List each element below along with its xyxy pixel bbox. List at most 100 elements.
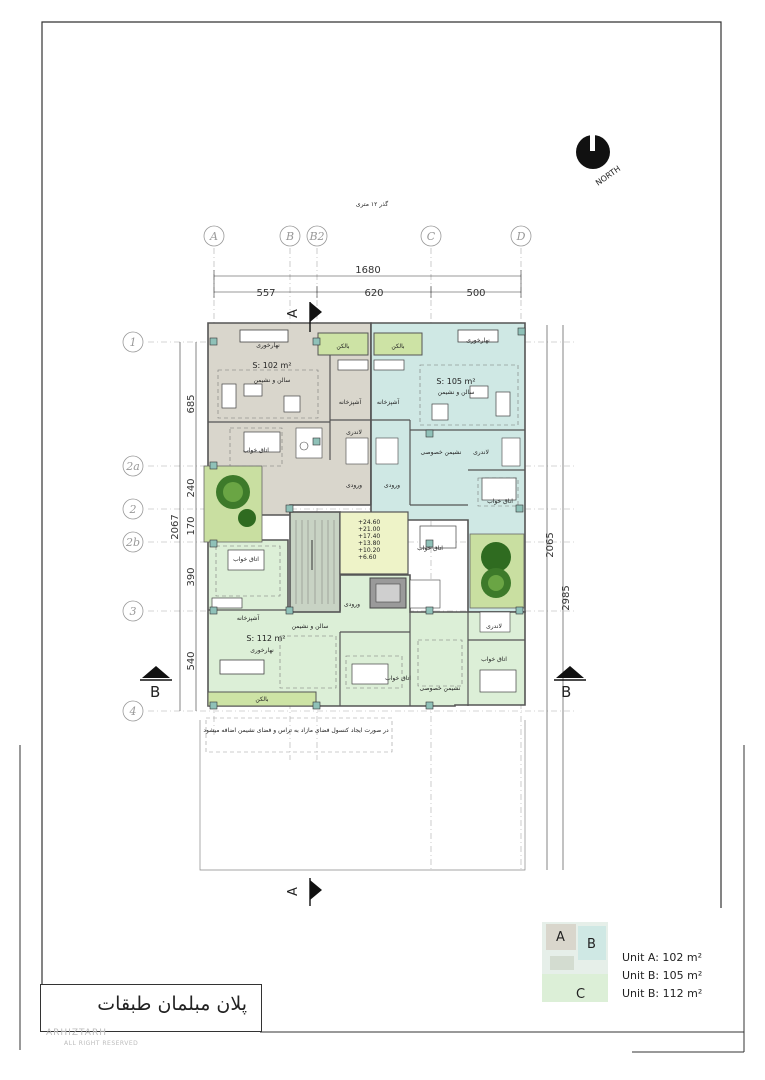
label-balcony-a: بالکن — [336, 343, 350, 350]
dining-table-b — [457, 329, 499, 343]
label-living-c: سالن و نشیمن — [292, 623, 329, 630]
unit-b-area-label: S: 105 m² — [436, 377, 475, 386]
svg-text:B: B — [150, 683, 160, 701]
svg-text:B: B — [285, 230, 294, 243]
label-bedroom-a: اتاق خواب — [243, 447, 269, 454]
label-entrance-c: ورودی — [344, 601, 360, 608]
grid-bubble-3: 3 — [122, 600, 144, 622]
svg-text:A: A — [286, 309, 301, 318]
page-title: پلان مبلمان طبقات — [97, 993, 247, 1015]
legend-unit-a: Unit A: 102 m² — [622, 951, 703, 964]
furniture-outlines — [215, 364, 519, 689]
watermark-brand: ARHIZTARH — [46, 1028, 107, 1038]
dimension-right: 2065 2985 — [545, 325, 572, 870]
svg-text:+21.00: +21.00 — [358, 526, 380, 533]
bathroom-fixtures — [295, 427, 521, 633]
grid-bubble-4: 4 — [122, 700, 144, 722]
label-kitchen-a: آشپزخانه — [339, 397, 362, 406]
dim-width-1: 557 — [256, 288, 275, 299]
grid-bubble-b: B — [279, 225, 301, 247]
svg-text:1: 1 — [130, 336, 137, 349]
grid-bubble-a: A — [203, 225, 225, 247]
sheet-border — [41, 21, 722, 1032]
console-note: در صورت ایجاد کنسول فضای مازاد به تراس و… — [203, 727, 389, 734]
elevator-lobby — [339, 511, 409, 575]
svg-text:+13.80: +13.80 — [358, 540, 380, 547]
grid-bubble-2b: 2b — [122, 531, 144, 553]
label-kitchen-b: آشپزخانه — [377, 397, 400, 406]
label-kitchen-c: آشپزخانه — [237, 613, 260, 622]
label-laundry-b: لاندری — [473, 449, 489, 456]
unit-c-area-label: S: 112 m² — [246, 634, 285, 643]
legend-key-plan: A B C — [542, 922, 608, 1002]
label-balcony-c: بالکن — [255, 696, 269, 703]
grid-bubble-2: 2 — [122, 498, 144, 520]
tree-icon — [216, 475, 256, 527]
dining-table-c — [219, 659, 265, 675]
sofa-set-b — [431, 385, 511, 421]
label-bedroom-c1: اتاق خواب — [233, 556, 259, 563]
label-bedroom-b1: اتاق خواب — [487, 498, 513, 505]
svg-text:2: 2 — [129, 503, 137, 516]
watermark-rights: ALL RIGHT RESERVED — [64, 1040, 139, 1047]
svg-text:D: D — [516, 230, 526, 243]
dim-total-height: 2067 — [170, 514, 181, 539]
stair-treads — [295, 520, 335, 604]
svg-text:3: 3 — [130, 605, 137, 618]
title-block: پلان مبلمان طبقات — [40, 984, 262, 1032]
label-living-b: سالن و نشیمن — [438, 389, 475, 396]
label-living-a: سالن و نشیمن — [254, 377, 291, 384]
console-note-box — [205, 717, 393, 753]
svg-text:2a: 2a — [125, 460, 140, 473]
dim-height-4: 390 — [186, 567, 197, 586]
north-arrow-icon: NORTH — [576, 133, 622, 188]
dim-height-1: 685 — [186, 394, 197, 413]
dim-width-2: 620 — [364, 288, 383, 299]
label-laundry-c: لاندری — [486, 623, 502, 630]
label-private-living-b: نشیمن خصوصی — [421, 449, 462, 456]
dim-right-b: 2985 — [561, 585, 572, 610]
console-outline — [199, 720, 526, 871]
room-labels: نهارخوری نهارخوری نهارخوری S: 102 m² S: … — [233, 337, 513, 703]
dim-right-a: 2065 — [545, 532, 556, 557]
legend-unit-b: Unit B: 105 m² — [622, 969, 703, 982]
balcony-c — [207, 691, 317, 707]
dim-height-3: 170 — [186, 516, 197, 535]
svg-text:C: C — [427, 230, 436, 243]
grid-bubble-d: D — [510, 225, 532, 247]
label-dining-b: نهارخوری — [466, 337, 490, 344]
svg-text:2b: 2b — [125, 536, 140, 549]
bed-c — [227, 549, 517, 693]
label-entrance-a: ورودی — [346, 482, 362, 489]
bed-a — [243, 431, 281, 453]
interior-walls — [208, 355, 525, 706]
dim-height-5: 540 — [186, 651, 197, 670]
label-balcony-b: بالکن — [391, 343, 405, 350]
svg-text:B2: B2 — [308, 230, 324, 243]
unit-a-area-label: S: 102 m² — [252, 361, 291, 370]
dining-table-a — [239, 329, 289, 343]
elevator-levels: +24.60 +21.00 +17.40 +13.80 +10.20 +6.60 — [358, 519, 380, 561]
svg-text:4: 4 — [129, 705, 137, 718]
label-laundry-a: لاندری — [346, 429, 362, 436]
label-bedroom-b2: اتاق خواب — [417, 545, 443, 552]
label-private-living-c: نشیمن خصوصی — [420, 685, 461, 692]
svg-text:+17.40: +17.40 — [358, 533, 380, 540]
grid-bubble-b2: B2 — [306, 225, 328, 247]
svg-text:B: B — [561, 683, 571, 701]
street-label: گذر ۱۲ متری — [356, 200, 388, 208]
label-entrance-b: ورودی — [384, 482, 400, 489]
dimension-left: 2067 685 240 170 390 540 — [170, 342, 197, 711]
dim-height-2: 240 — [186, 478, 197, 497]
dim-total-width: 1680 — [355, 265, 380, 276]
grid-bubble-2a: 2a — [122, 455, 144, 477]
structural-columns — [209, 327, 526, 710]
svg-text:+6.60: +6.60 — [358, 554, 377, 561]
label-bedroom-c3: اتاق خواب — [481, 656, 507, 663]
svg-text:+10.20: +10.20 — [358, 547, 380, 554]
legend-key-a: A — [556, 930, 565, 945]
kitchen-counters — [211, 359, 405, 609]
legend-key-b: B — [587, 937, 596, 952]
section-mark-a-bottom: A — [286, 878, 322, 906]
